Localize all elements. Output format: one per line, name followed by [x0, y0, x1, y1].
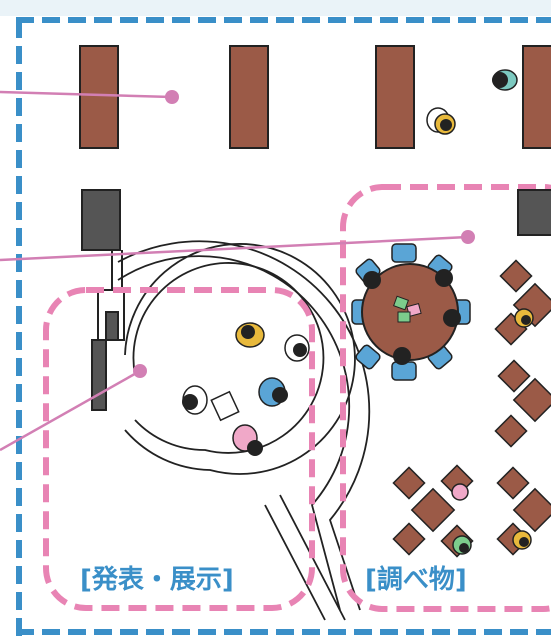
square-table-group-bottom-left [392, 464, 474, 558]
chair-1 [391, 243, 417, 263]
partition-block-right [517, 189, 551, 236]
round-table-person-4 [393, 347, 411, 365]
audience-person-2 [284, 334, 310, 362]
desk-row-top [79, 45, 551, 149]
desk-2 [229, 45, 269, 149]
presentation-area-label: [発表・展示] [80, 565, 234, 595]
square-table-group-bottom-right [496, 466, 551, 556]
audience-person-1 [235, 322, 265, 348]
chair-8 [355, 344, 381, 370]
research-zone-border [340, 184, 551, 612]
presenter-person [182, 385, 240, 422]
partition-wall [81, 189, 125, 411]
top-strip [0, 0, 551, 16]
callout-middle [0, 230, 475, 262]
presentation-zone-border [43, 287, 315, 611]
person-top-desk-b [426, 107, 456, 135]
presentation-stage-rings [117, 240, 371, 621]
round-table-group [351, 243, 471, 381]
square-table-group-right-mid [494, 359, 551, 448]
callout-top [0, 90, 179, 104]
papers-on-table [393, 295, 422, 323]
outer-room-border [16, 17, 551, 637]
round-table-person-3 [443, 309, 461, 327]
audience-person-3 [258, 377, 288, 407]
desk-4 [522, 45, 551, 149]
desk-3 [375, 45, 415, 149]
round-table-person-2 [435, 269, 453, 287]
desk-1 [79, 45, 119, 149]
research-area-label: [調べ物] [365, 565, 467, 595]
person-top-desk-a [492, 69, 518, 91]
audience-person-4 [232, 424, 263, 456]
round-table-person-1 [363, 271, 381, 289]
square-table-group-right-top [494, 259, 551, 346]
callout-bottom [0, 364, 147, 452]
